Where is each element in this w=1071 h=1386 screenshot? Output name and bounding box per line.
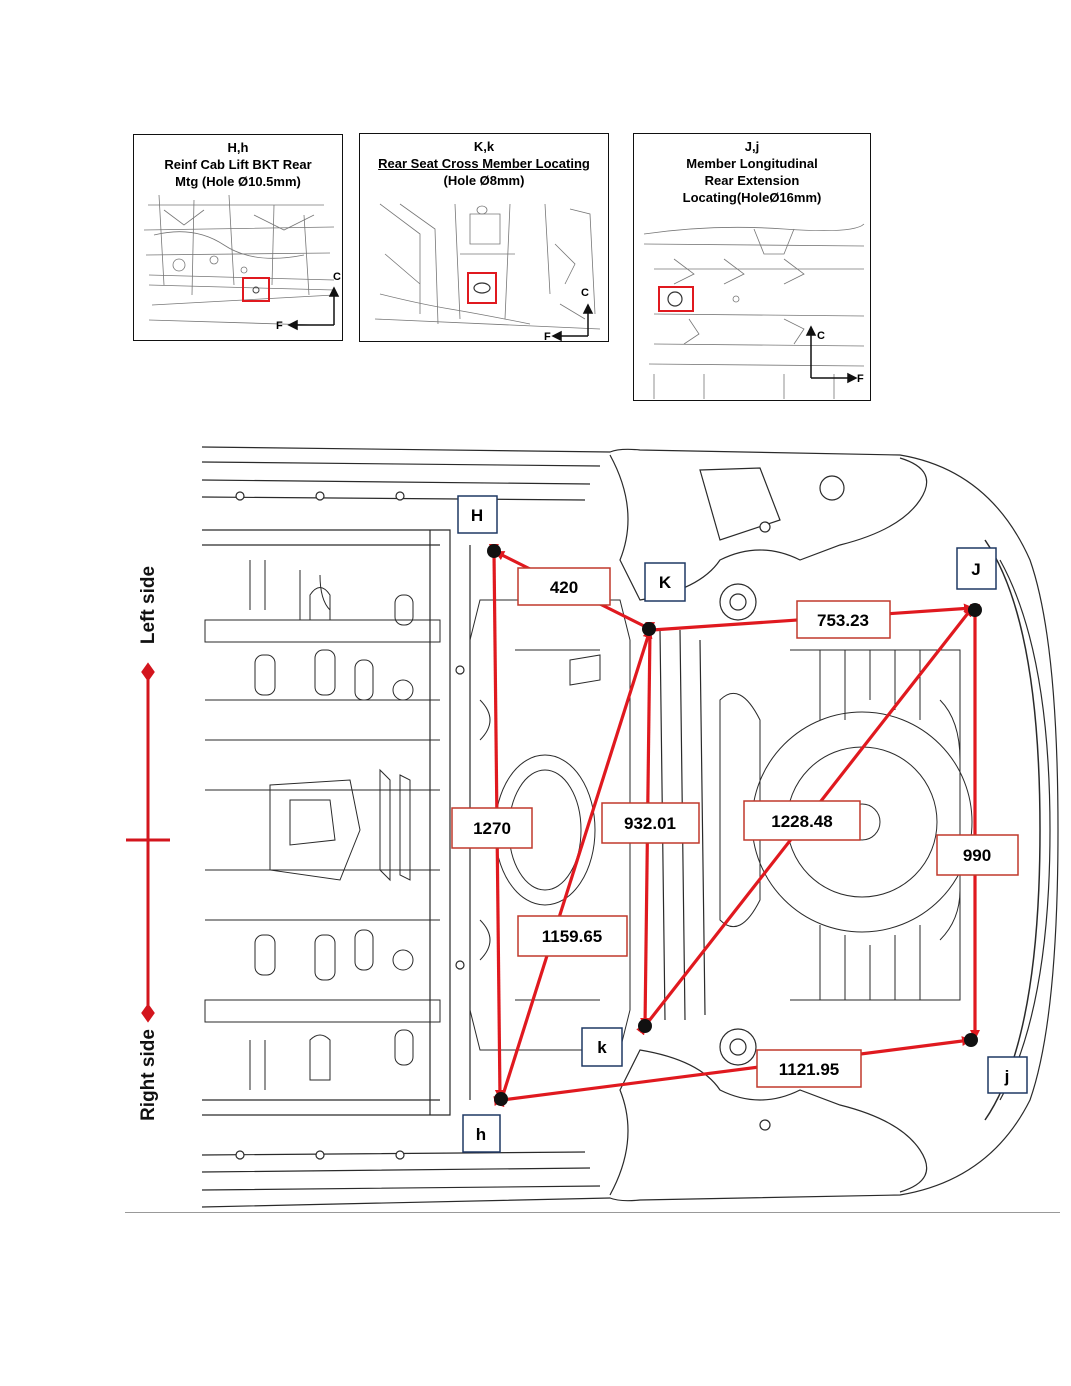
axis-indicator [551,303,594,342]
dim-label-H-h: 1270 [473,819,511,838]
point-K-dot [642,622,656,636]
caption-line: Rear Seat Cross Member Locating [378,156,590,171]
dim-label-J-j: 990 [963,846,991,865]
detail-caption-H: H,h Reinf Cab Lift BKT Rear Mtg (Hole Ø1… [134,139,342,190]
page-divider [125,1212,1060,1213]
dimension-arrows [488,543,980,1108]
dim-label-K-J: 753.23 [817,611,869,630]
point-label-k: k [597,1038,607,1057]
point-labels: H K J h k j [457,495,1028,1153]
dim-label-H-K: 420 [550,578,578,597]
detail-panel-J: C F J,j Member Longitudinal Rear Extensi… [633,133,871,401]
measurement-points [487,544,982,1106]
highlight-box [467,272,497,304]
point-label-J: J [971,560,980,579]
detail-drawing-K: C F [374,203,601,343]
side-indicator [126,662,170,1023]
right-side-label: Right side [138,1029,159,1121]
point-H-dot [487,544,501,558]
detail-caption-J: J,j Member Longitudinal Rear Extension L… [634,138,870,206]
caption-line: Member Longitudinal [686,156,818,171]
axis-c-label: C [817,330,825,342]
axis-c-label: C [581,287,589,299]
detail-panel-K: C F K,k Rear Seat Cross Member Locating … [359,133,609,343]
caption-line: J,j [744,139,760,154]
point-j-dot [964,1033,978,1047]
axis-c-label: C [333,271,341,283]
caption-line: Rear Extension [704,173,800,188]
dim-label-h-K: 1159.65 [542,927,603,946]
point-h-dot [494,1092,508,1106]
detail-caption-K: K,k Rear Seat Cross Member Locating (Hol… [360,138,608,189]
measurement-labels: 420 753.23 1270 932.01 1228.48 990 1159.… [451,567,1019,1088]
axis-f-label: F [857,373,864,385]
dim-arrow-h-j [493,1036,972,1106]
point-label-K: K [659,573,672,592]
detail-drawing-J: C F [643,223,865,399]
axis-indicator [287,286,340,331]
point-J-dot [968,603,982,617]
detail-panel-H: C F H,h Reinf Cab Lift BKT Rear Mtg (Hol… [133,134,343,341]
point-k-dot [638,1019,652,1033]
dim-label-h-j: 1121.95 [779,1060,840,1079]
caption-line: H,h [227,140,249,155]
caption-line: Mtg (Hole Ø10.5mm) [175,174,301,189]
axis-f-label: F [276,320,283,332]
axis-indicator [805,325,858,384]
caption-line: K,k [473,139,495,154]
point-label-h: h [476,1125,486,1144]
axis-f-label: F [544,331,551,343]
caption-line: (Hole Ø8mm) [443,173,525,188]
dim-label-K-k: 932.01 [624,814,676,833]
point-label-H: H [471,506,483,525]
caption-line: Locating(HoleØ16mm) [682,190,822,205]
left-side-label: Left side [138,565,159,645]
detail-drawing-H: C F [143,194,341,332]
dim-arrow-h-K [494,628,653,1108]
dim-label-k-J: 1228.48 [771,812,832,831]
caption-line: Reinf Cab Lift BKT Rear [164,157,312,172]
highlight-box [242,277,270,302]
point-label-j: j [1004,1067,1010,1086]
highlight-box [658,286,694,312]
